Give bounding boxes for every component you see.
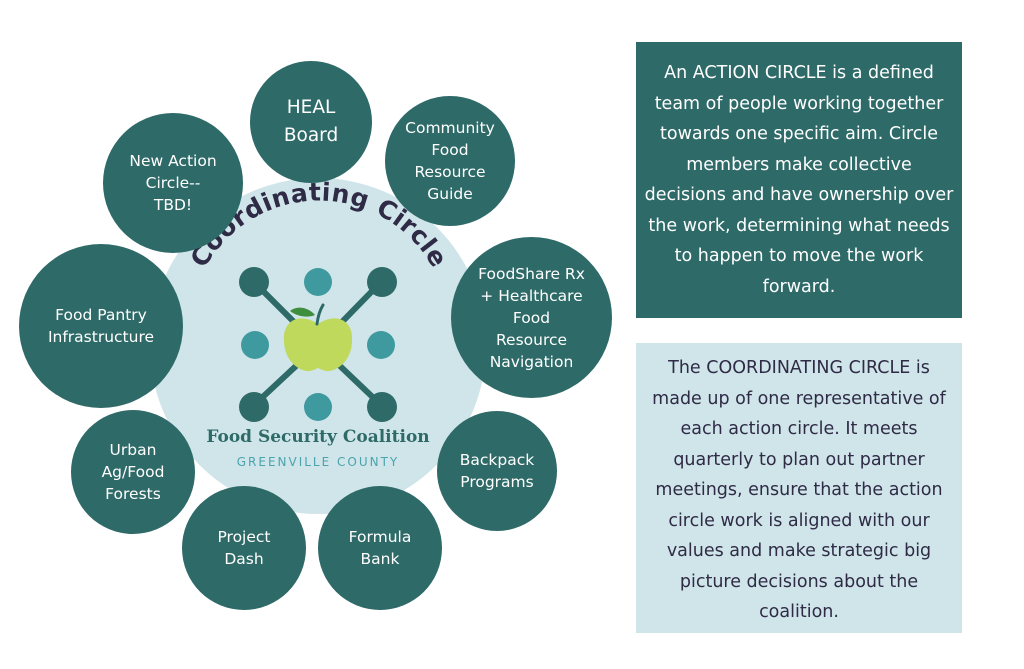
action-circle-heal-board: HEAL Board: [250, 61, 372, 183]
action-circle-label: HEAL Board: [283, 97, 339, 146]
action-circle-definition-text: An ACTION CIRCLE is a defined team of pe…: [644, 63, 954, 297]
node-dark-dot: [367, 392, 397, 422]
org-subtitle: GREENVILLE COUNTY: [237, 455, 400, 469]
action-circle-label: Formula Bank: [348, 528, 412, 568]
node-teal-dot: [241, 331, 269, 359]
node-teal-dot: [367, 331, 395, 359]
action-circle-label: New Action Circle-- TBD!: [129, 152, 217, 214]
node-dark-dot: [239, 267, 269, 297]
node-dark-dot: [367, 267, 397, 297]
action-circle-label: Community Food Resource Guide: [405, 119, 495, 203]
coalition-diagram: Coordinating Circle Food Security Coalit…: [19, 61, 612, 610]
action-circle-project-dash: Project Dash: [182, 486, 306, 610]
apple-icon: [283, 303, 353, 372]
action-circle-label: Food Pantry Infrastructure: [47, 306, 155, 346]
network-icon: [239, 267, 397, 422]
action-circle-label: Urban Ag/Food Forests: [101, 441, 165, 503]
action-circle-formula-bank: Formula Bank: [318, 486, 442, 610]
action-circle-backpack-programs: Backpack Programs: [437, 411, 557, 531]
node-teal-dot: [304, 393, 332, 421]
action-circle-community-food-resource-guide: Community Food Resource Guide: [385, 96, 515, 226]
node-teal-dot: [304, 268, 332, 296]
action-circle-definition-panel: An ACTION CIRCLE is a defined team of pe…: [636, 42, 962, 318]
org-name: Food Security Coalition: [206, 427, 429, 447]
action-circle-label: Project Dash: [217, 528, 271, 568]
action-circle-food-pantry-infrastructure: Food Pantry Infrastructure: [19, 244, 183, 408]
node-dark-dot: [239, 392, 269, 422]
action-circle-label: FoodShare Rx + Healthcare Food Resource …: [478, 264, 585, 371]
action-circle-label: Backpack Programs: [459, 451, 535, 491]
action-circle-new-tbd: New Action Circle-- TBD!: [103, 113, 243, 253]
coordinating-circle-definition-text: The COORDINATING CIRCLE is made up of on…: [652, 358, 946, 622]
action-circle-urban-ag-food-forests: Urban Ag/Food Forests: [71, 410, 195, 534]
coordinating-circle-definition-panel: The COORDINATING CIRCLE is made up of on…: [636, 343, 962, 633]
action-circle-foodshare-rx: FoodShare Rx + Healthcare Food Resource …: [451, 237, 612, 398]
